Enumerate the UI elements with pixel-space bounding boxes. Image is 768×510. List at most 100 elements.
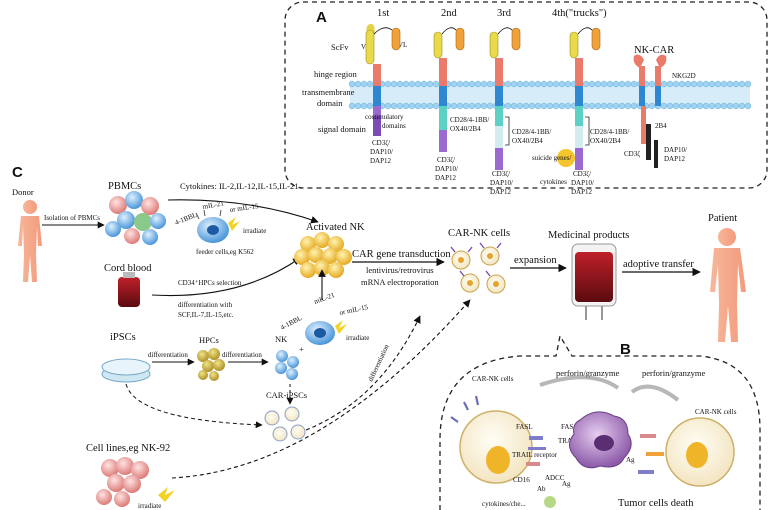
membrane-bead [540, 80, 548, 88]
gen2-cd3z-1: CD3ζ/ [437, 156, 455, 164]
membrane-bead [468, 80, 476, 88]
gen4-cd28-2: OX40/2B4 [590, 137, 621, 145]
differentiation-3: differentiation [367, 343, 391, 383]
membrane-bead [588, 102, 596, 110]
membrane-bead [558, 102, 566, 110]
label-vl: VL [398, 41, 407, 49]
membrane-bead [468, 102, 476, 110]
ag-1-label: Ag [562, 480, 571, 488]
pbmcs-label: PBMCs [108, 181, 141, 192]
pbmc-cluster [105, 191, 166, 245]
membrane-bead [660, 102, 668, 110]
car-nk-cells-label: CAR-NK cells [448, 228, 510, 239]
il-top-2: mIL-21 [202, 199, 225, 211]
perforin-1-label: perforin/granzyme [556, 368, 619, 378]
feeder-cell-top [195, 209, 240, 243]
label-nk-cd3z: CD3ζ [624, 150, 640, 158]
membrane-bead [600, 102, 608, 110]
membrane-bead [390, 102, 398, 110]
membrane-bead [618, 102, 626, 110]
label-hinge: hinge region [314, 69, 357, 79]
il-mid-1: 4-1BBL [279, 314, 303, 332]
membrane-bead [354, 80, 362, 88]
activated-nk-cell [322, 248, 338, 264]
membrane-bead [432, 102, 440, 110]
membrane-bead [546, 80, 554, 88]
membrane-bead [558, 80, 566, 88]
gen3-cd28-2: OX40/2B4 [512, 137, 543, 145]
il-mid-3: or mIL-15 [339, 303, 369, 317]
nk-dap-1: DAP10/ [664, 146, 687, 154]
differentiation-1: differentiation [148, 351, 188, 359]
cytokines-b-label: cytokines/che... [482, 500, 526, 508]
gen2-cd28-2: OX40/2B4 [450, 125, 481, 133]
expansion-label: expansion [514, 255, 557, 266]
activated-nk-cell [300, 262, 316, 278]
membrane-bead [696, 80, 704, 88]
membrane-bead [456, 102, 464, 110]
trail-label: TRAIL [558, 437, 579, 445]
membrane-bead [678, 102, 686, 110]
membrane-bead [708, 80, 716, 88]
membrane-bead [474, 80, 482, 88]
membrane-bead [480, 102, 488, 110]
ipscs-label: iPSCs [110, 332, 136, 343]
gen1-cd3z-1: CD3ζ/ [372, 139, 390, 147]
membrane-bead [630, 102, 638, 110]
panel-b-border [439, 334, 761, 510]
car-ipscs-label: CAR-iPSCs [266, 390, 307, 400]
nk-dap-2: DAP12 [664, 155, 686, 163]
gen-3-title: 3rd [497, 8, 512, 19]
car-gen-2 [433, 27, 465, 152]
donor-label: Donor [12, 187, 34, 197]
membrane-bead [720, 80, 728, 88]
car-gen-3 [489, 27, 521, 170]
patient-figure [710, 228, 746, 342]
membrane-bead [552, 80, 560, 88]
feeder-label: feeder cells,eg K562 [196, 248, 254, 256]
label-signal: signal domain [318, 124, 367, 134]
irradiate-bottom: irradiate [138, 502, 161, 510]
membrane-bead [720, 102, 728, 110]
membrane-bead [690, 80, 698, 88]
membrane-bead [732, 80, 740, 88]
gen3-cd28-1: CD28/4-1BB/ [512, 128, 551, 136]
cytokines-label: Cytokines: IL-2,IL-12,IL-15,IL-21 [180, 181, 299, 191]
nk-small-cluster [275, 350, 299, 380]
activated-nk-cell [336, 249, 352, 265]
gen2-cd28-1: CD28/4-1BB/ [450, 116, 489, 124]
label-suicide-2: cytokines [540, 178, 567, 186]
membrane-bead [522, 80, 530, 88]
perforin-2-label: perforin/granzyme [642, 368, 705, 378]
gen4-cd3z-1: CD3ζ/ [573, 170, 591, 178]
medicinal-label: Medicinal products [548, 230, 629, 241]
membrane-bead [426, 80, 434, 88]
membrane-bead [648, 80, 656, 88]
car-nk-cells-group [450, 242, 506, 294]
panel-a: A 1st 2nd 3rd 4th("trucks") NK-CAR ScFv … [284, 1, 768, 196]
membrane-bead [672, 80, 680, 88]
nk-car-receptor [633, 54, 667, 168]
fasl-label: FASL [516, 423, 533, 431]
membrane-bead [540, 102, 548, 110]
membrane-bead [600, 80, 608, 88]
cell-line-cluster [96, 457, 149, 507]
membrane-bead [384, 80, 392, 88]
label-suicide-1: suicide genes/ [532, 154, 572, 162]
membrane-bead [528, 80, 536, 88]
membrane-bead [612, 80, 620, 88]
diff-with-2: SCF,IL-7,IL-15,etc. [178, 311, 234, 319]
hpc-cluster [197, 348, 225, 381]
label-nkg2d: NKG2D [672, 72, 696, 80]
membrane-bead [708, 102, 716, 110]
membrane-bead [732, 102, 740, 110]
panel-c-letter: C [12, 164, 23, 181]
membrane-bead [744, 80, 752, 88]
membrane-bead [738, 80, 746, 88]
ab-label: Ab [537, 485, 546, 493]
membrane-bead [726, 102, 734, 110]
car-gene-label: CAR gene transduction [352, 249, 451, 260]
activated-nk-cell [314, 260, 330, 276]
membrane-bead [594, 80, 602, 88]
